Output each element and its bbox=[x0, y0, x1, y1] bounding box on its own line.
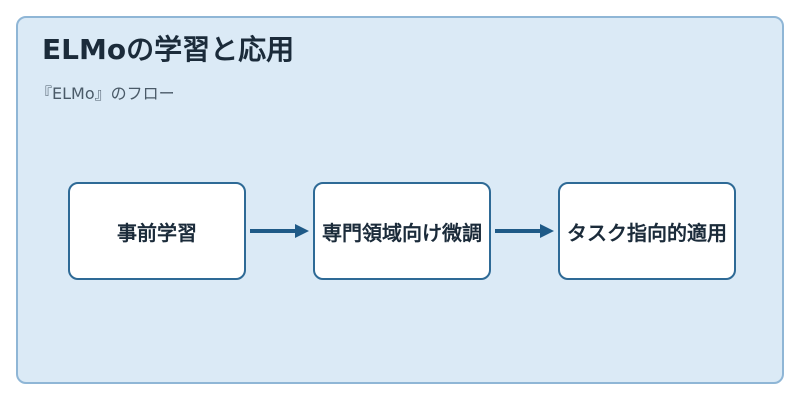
diagram-panel: ELMoの学習と応用 『ELMo』のフロー 事前学習 専門領域向け微調 タスク指… bbox=[16, 16, 784, 384]
flow-step-domain-finetuning: 専門領域向け微調 bbox=[313, 182, 491, 280]
flow-step-label: 専門領域向け微調 bbox=[322, 220, 482, 245]
arrow-right-icon bbox=[250, 224, 309, 238]
arrow-right-icon bbox=[495, 224, 554, 238]
flow-step-label: 事前学習 bbox=[117, 220, 197, 245]
flow-step-pretraining: 事前学習 bbox=[68, 182, 246, 280]
flow-step-task-application: タスク指向的適用 bbox=[558, 182, 736, 280]
flow-step-label: タスク指向的適用 bbox=[567, 220, 727, 245]
diagram-subtitle: 『ELMo』のフロー bbox=[36, 84, 175, 103]
diagram-title: ELMoの学習と応用 bbox=[42, 33, 295, 66]
